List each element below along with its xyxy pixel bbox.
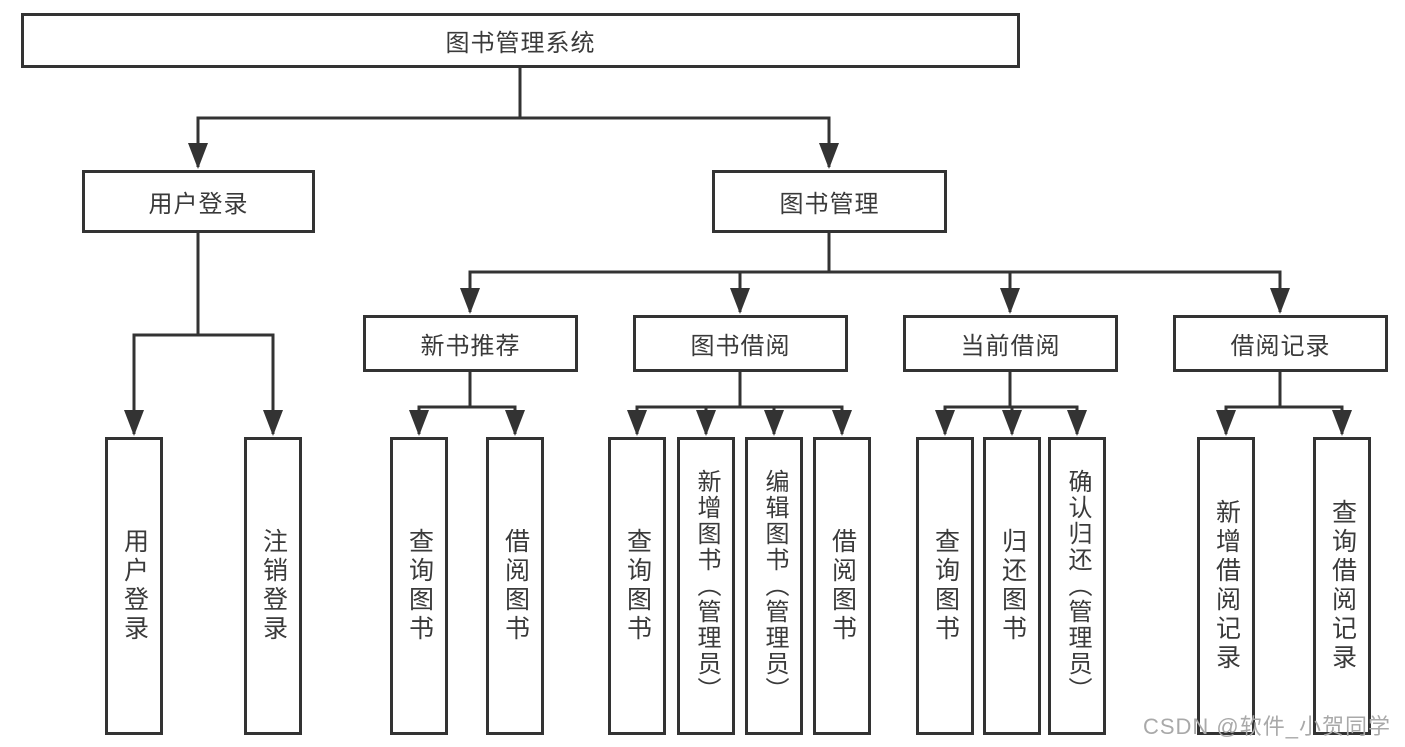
node-query-books-2: 查询图书 — [608, 437, 666, 735]
node-user-login: 用户登录 — [82, 170, 315, 233]
csdn-watermark: CSDN @软件_小贺同学 — [1142, 714, 1391, 739]
node-borrowing-records: 借阅记录 — [1173, 315, 1388, 372]
node-query-books-1: 查询图书 — [390, 437, 448, 735]
node-query-books-3: 查询图书 — [916, 437, 974, 735]
node-add-books-admin: 新增图书（管理员） — [677, 437, 735, 735]
node-book-management: 图书管理 — [712, 170, 947, 233]
node-current-borrowing: 当前借阅 — [903, 315, 1118, 372]
node-return-books: 归还图书 — [983, 437, 1041, 735]
node-borrow-books-1: 借阅图书 — [486, 437, 544, 735]
node-library-management-system: 图书管理系统 — [21, 13, 1020, 68]
node-query-borrow-record: 查询借阅记录 — [1313, 437, 1371, 735]
node-confirm-return-admin: 确认归还（管理员） — [1048, 437, 1106, 735]
node-borrow-books-2: 借阅图书 — [813, 437, 871, 735]
node-new-book-recommendation: 新书推荐 — [363, 315, 578, 372]
node-add-borrow-record: 新增借阅记录 — [1197, 437, 1255, 735]
node-user-login-leaf: 用户登录 — [105, 437, 163, 735]
node-logout: 注销登录 — [244, 437, 302, 735]
node-book-borrowing: 图书借阅 — [633, 315, 848, 372]
node-edit-books-admin: 编辑图书（管理员） — [745, 437, 803, 735]
